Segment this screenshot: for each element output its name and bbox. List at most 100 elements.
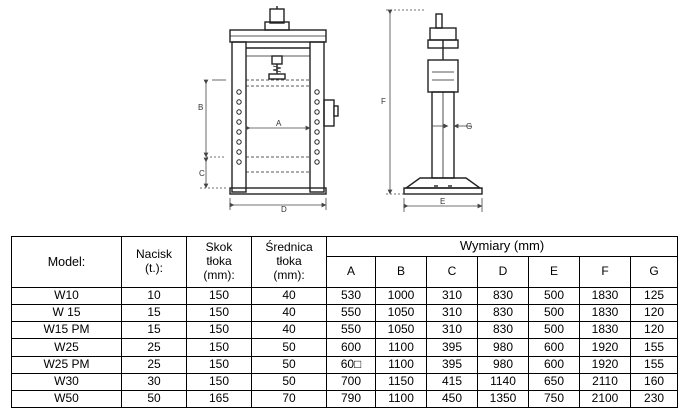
model-cell: W30 <box>11 372 122 391</box>
table-cell: 150 <box>186 286 252 306</box>
table-cell: 310 <box>426 321 478 340</box>
table-cell: 530 <box>326 286 376 306</box>
table-cell: 30 <box>121 372 187 391</box>
table-cell: 1920 <box>579 355 631 374</box>
front-view <box>229 6 339 195</box>
table-cell: 150 <box>186 321 252 340</box>
table-cell: 2110 <box>579 372 631 391</box>
dim-label-g: G <box>466 122 472 131</box>
table-cell: 450 <box>426 389 478 409</box>
table-cell: 310 <box>426 304 478 323</box>
model-cell: W25 <box>11 338 122 357</box>
table-cell: 980 <box>477 338 529 357</box>
table-cell: 155 <box>629 338 679 357</box>
header-wymiary: Wymiary (mm) <box>325 236 679 257</box>
table-cell: 700 <box>326 372 376 391</box>
header-model: Model: <box>11 236 122 288</box>
table-cell: 600 <box>528 338 580 357</box>
table-cell: 150 <box>186 304 252 323</box>
table-cell: 415 <box>426 372 478 391</box>
table-cell: 310 <box>426 286 478 306</box>
header-dim-g: G <box>629 256 679 288</box>
table-cell: 395 <box>426 355 478 374</box>
press-technical-drawing: A B C D F G E <box>198 6 483 214</box>
dim-label-a: A <box>276 119 282 128</box>
table-cell: 1050 <box>375 321 427 340</box>
table-cell: 230 <box>629 389 679 409</box>
header-dim-c: C <box>426 256 478 288</box>
table-cell: 15 <box>121 321 187 340</box>
table-cell: 1100 <box>375 355 427 374</box>
header-dim-e: E <box>528 256 580 288</box>
table-cell: 600 <box>326 338 376 357</box>
table-cell: 40 <box>251 286 327 306</box>
table-cell: 1920 <box>579 338 631 357</box>
table-cell: 750 <box>528 389 580 409</box>
table-cell: 155 <box>629 355 679 374</box>
table-cell: 15 <box>121 304 187 323</box>
table-cell: 160 <box>629 372 679 391</box>
table-cell: 1830 <box>579 304 631 323</box>
table-cell: 500 <box>528 321 580 340</box>
table-cell: 165 <box>186 389 252 409</box>
table-cell: 790 <box>326 389 376 409</box>
table-cell: 600 <box>528 355 580 374</box>
table-cell: 50 <box>251 372 327 391</box>
model-cell: W 15 <box>11 304 122 323</box>
table-cell: 550 <box>326 321 376 340</box>
header-dim-b: B <box>375 256 427 288</box>
model-cell: W50 <box>11 389 122 409</box>
table-cell: 2100 <box>579 389 631 409</box>
model-cell: W25 PM <box>11 355 122 374</box>
dim-label-c: C <box>199 169 205 178</box>
table-cell: 500 <box>528 286 580 306</box>
table-cell: 830 <box>477 304 529 323</box>
side-view <box>403 13 483 195</box>
table-cell: 120 <box>629 304 679 323</box>
table-cell: 830 <box>477 321 529 340</box>
table-cell: 70 <box>251 389 327 409</box>
model-cell: W15 PM <box>11 321 122 340</box>
table-cell: 150 <box>186 355 252 374</box>
table-cell: 150 <box>186 372 252 391</box>
table-cell: 1830 <box>579 321 631 340</box>
table-cell: 830 <box>477 286 529 306</box>
table-cell: 120 <box>629 321 679 340</box>
table-cell: 25 <box>121 338 187 357</box>
table-cell: 1830 <box>579 286 631 306</box>
table-cell: 1140 <box>477 372 529 391</box>
table-cell: 50 <box>251 355 327 374</box>
header-dim-f: F <box>579 256 631 288</box>
table-cell: 1100 <box>375 338 427 357</box>
header-nacisk: Nacisk(t.): <box>121 236 187 288</box>
table-cell: 125 <box>629 286 679 306</box>
model-cell: W10 <box>11 286 122 306</box>
table-cell: 60□ <box>326 355 376 374</box>
dim-label-e: E <box>440 197 445 206</box>
table-cell: 150 <box>186 338 252 357</box>
table-cell: 1050 <box>375 304 427 323</box>
table-cell: 395 <box>426 338 478 357</box>
table-cell: 10 <box>121 286 187 306</box>
table-cell: 50 <box>251 338 327 357</box>
table-cell: 1000 <box>375 286 427 306</box>
dim-label-b: B <box>198 103 203 112</box>
table-cell: 25 <box>121 355 187 374</box>
header-dim-d: D <box>477 256 529 288</box>
table-cell: 50 <box>121 389 187 409</box>
table-cell: 1100 <box>375 389 427 409</box>
table-cell: 40 <box>251 304 327 323</box>
table-cell: 1350 <box>477 389 529 409</box>
table-cell: 500 <box>528 304 580 323</box>
table-cell: 980 <box>477 355 529 374</box>
